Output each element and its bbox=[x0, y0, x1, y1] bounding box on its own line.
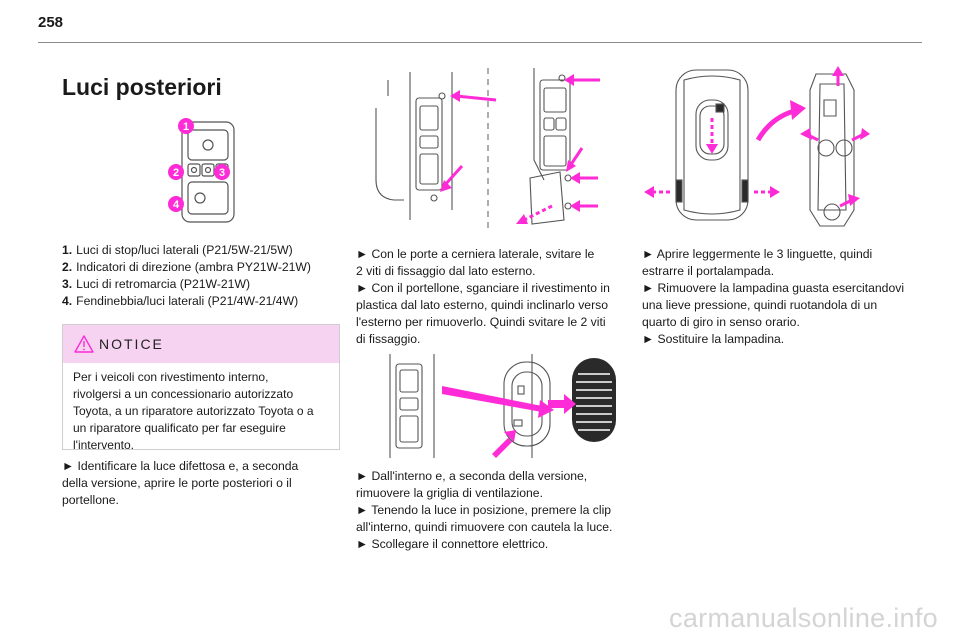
column-1: Luci posteriori 1 2 3 bbox=[62, 60, 340, 507]
callout-badge-4: 4 bbox=[168, 196, 184, 212]
callout-badge-1: 1 bbox=[178, 118, 194, 134]
callout-badge-3: 3 bbox=[214, 164, 230, 180]
notice-header: NOTICE bbox=[63, 325, 339, 363]
list-item: 2.Indicatori di direzione (ambra PY21W-2… bbox=[62, 260, 311, 274]
list-item: 4.Fendinebbia/luci laterali (P21/4W-21/4… bbox=[62, 294, 299, 308]
door-screws-figure bbox=[375, 68, 600, 230]
instruction-paragraph: ► Con le porte a cerniera laterale, svit… bbox=[356, 247, 610, 346]
ventilation-grille-figure bbox=[389, 354, 616, 458]
instruction-paragraph: ► Dall'interno e, a seconda della versio… bbox=[356, 469, 613, 551]
warning-triangle-icon bbox=[74, 335, 94, 353]
notice-title: NOTICE bbox=[99, 336, 164, 352]
notice-box: NOTICE Per i veicoli con rivestimento in… bbox=[62, 324, 340, 452]
page-number: 258 bbox=[38, 14, 64, 31]
callout-badge-2: 2 bbox=[168, 164, 184, 180]
svg-text:4: 4 bbox=[173, 199, 180, 211]
grille-icon bbox=[572, 358, 616, 442]
instruction-paragraph: ► Aprire leggermente le 3 linguette, qui… bbox=[642, 247, 905, 346]
list-item: 1.Luci di stop/luci laterali (P21/5W-21/… bbox=[62, 243, 293, 257]
svg-text:1: 1 bbox=[183, 121, 189, 133]
svg-text:3: 3 bbox=[219, 167, 225, 179]
instruction-paragraph: ► Identificare la luce difettosa e, a se… bbox=[62, 459, 299, 507]
list-item: 3.Luci di retromarcia (P21W-21W) bbox=[62, 277, 251, 291]
rear-light-cluster-figure: 1 2 3 4 bbox=[168, 118, 235, 223]
watermark: carmanualsonline.info bbox=[669, 603, 938, 633]
notice-body: Per i veicoli con rivestimento interno, … bbox=[73, 370, 314, 452]
svg-text:2: 2 bbox=[173, 167, 179, 179]
bulb-holder-figure bbox=[644, 66, 870, 227]
section-title: Luci posteriori bbox=[62, 74, 222, 100]
bulb-list: 1.Luci di stop/luci laterali (P21/5W-21/… bbox=[62, 242, 338, 310]
header-rule bbox=[38, 42, 922, 43]
